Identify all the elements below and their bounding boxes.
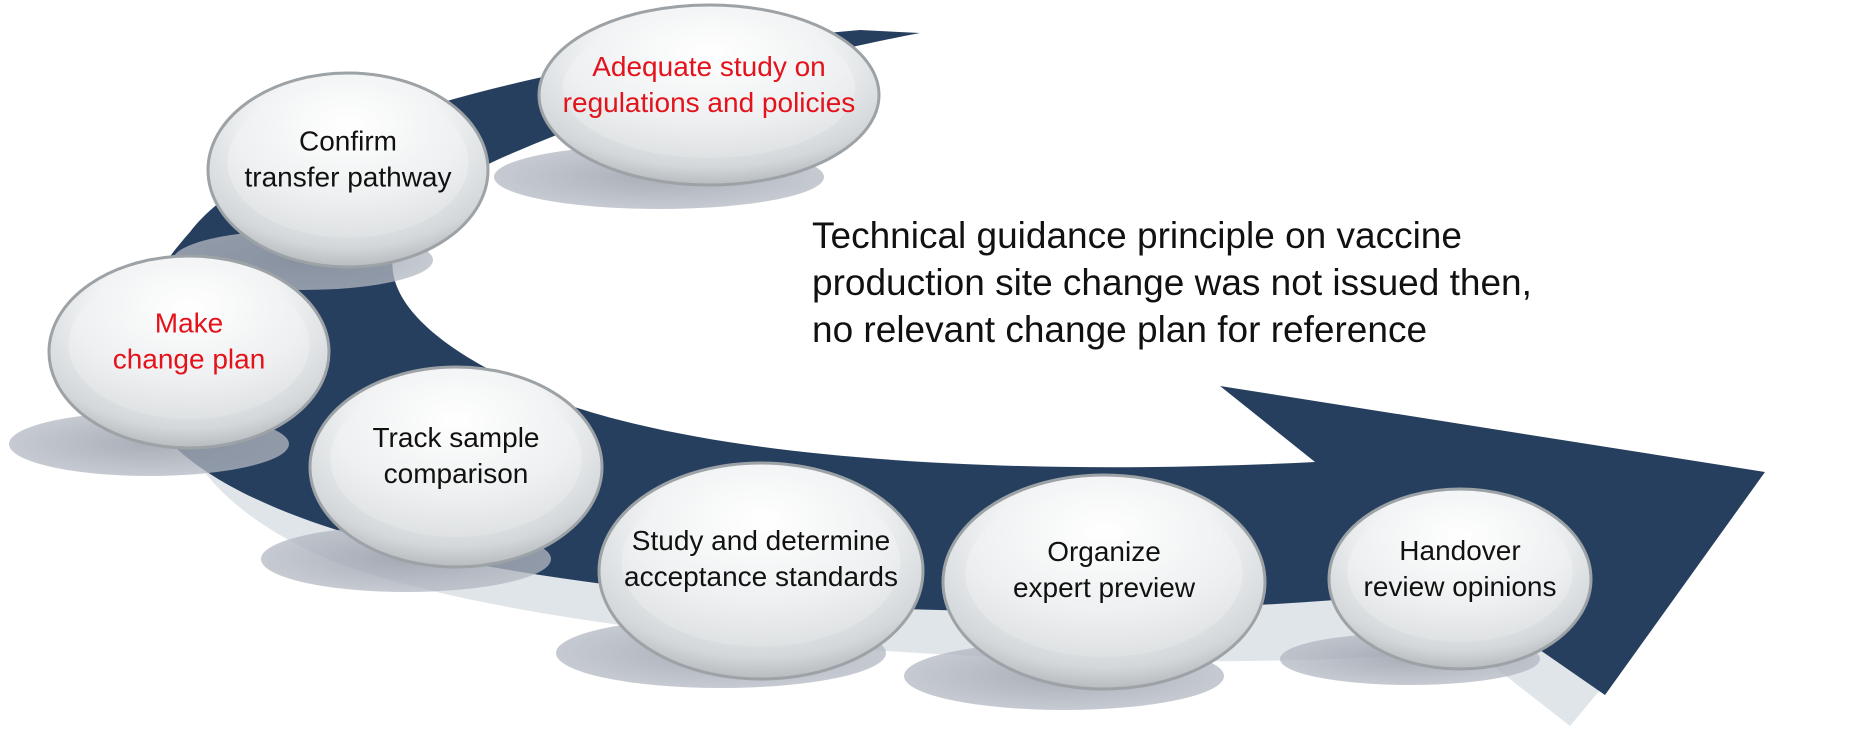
step-label: Organize expert preview [1013, 536, 1196, 603]
step-label-line: acceptance standards [624, 561, 898, 592]
step-bubble: Make change plan [47, 254, 331, 450]
step-label: Handover review opinions [1364, 535, 1557, 602]
step-bubble: Organize expert preview [941, 473, 1267, 691]
step-label-line: Confirm [299, 125, 397, 156]
explanatory-note: Technical guidance principle on vaccine p… [812, 215, 1532, 350]
step-label: Adequate study on regulations and policie… [563, 51, 856, 118]
step-label-line: Study and determine [632, 525, 890, 556]
process-steps: Adequate study on regulations and policie… [9, 3, 1593, 710]
step-bubble-inner [330, 381, 582, 537]
step-bubble: Study and determine acceptance standards [597, 461, 925, 681]
step-bubble-inner [1347, 501, 1573, 642]
note-line: no relevant change plan for reference [812, 309, 1427, 350]
step-label-line: Adequate study on [592, 51, 826, 82]
note-line: production site change was not issued th… [812, 262, 1532, 303]
step-bubble-inner [965, 489, 1243, 657]
step-bubble: Track sample comparison [308, 365, 604, 569]
step-bubble-inner [562, 17, 856, 158]
step-bubble: Confirm transfer pathway [206, 71, 490, 269]
step-bubble: Adequate study on regulations and policie… [537, 3, 881, 187]
step-bubble-inner [621, 478, 901, 647]
step-bubble-inner [68, 269, 310, 420]
step-label-line: expert preview [1013, 572, 1196, 603]
step-label-line: comparison [384, 458, 529, 489]
step-label-line: transfer pathway [245, 161, 452, 192]
step-label-line: Make [155, 307, 223, 338]
step-label: Track sample comparison [372, 422, 539, 489]
step-label-line: change plan [113, 343, 266, 374]
step-label-line: Track sample [372, 422, 539, 453]
step-label: Make change plan [113, 307, 266, 374]
note-line: Technical guidance principle on vaccine [812, 215, 1462, 256]
bubbles: Adequate study on regulations and policie… [47, 3, 1593, 691]
step-label-line: Handover [1399, 535, 1520, 566]
step-label: Study and determine acceptance standards [624, 525, 898, 592]
step-label-line: Organize [1047, 536, 1161, 567]
step-label-line: review opinions [1364, 571, 1557, 602]
step-bubble-inner [227, 86, 469, 238]
step-label: Confirm transfer pathway [245, 125, 452, 192]
step-label-line: regulations and policies [563, 87, 856, 118]
step-bubble: Handover review opinions [1327, 487, 1593, 671]
